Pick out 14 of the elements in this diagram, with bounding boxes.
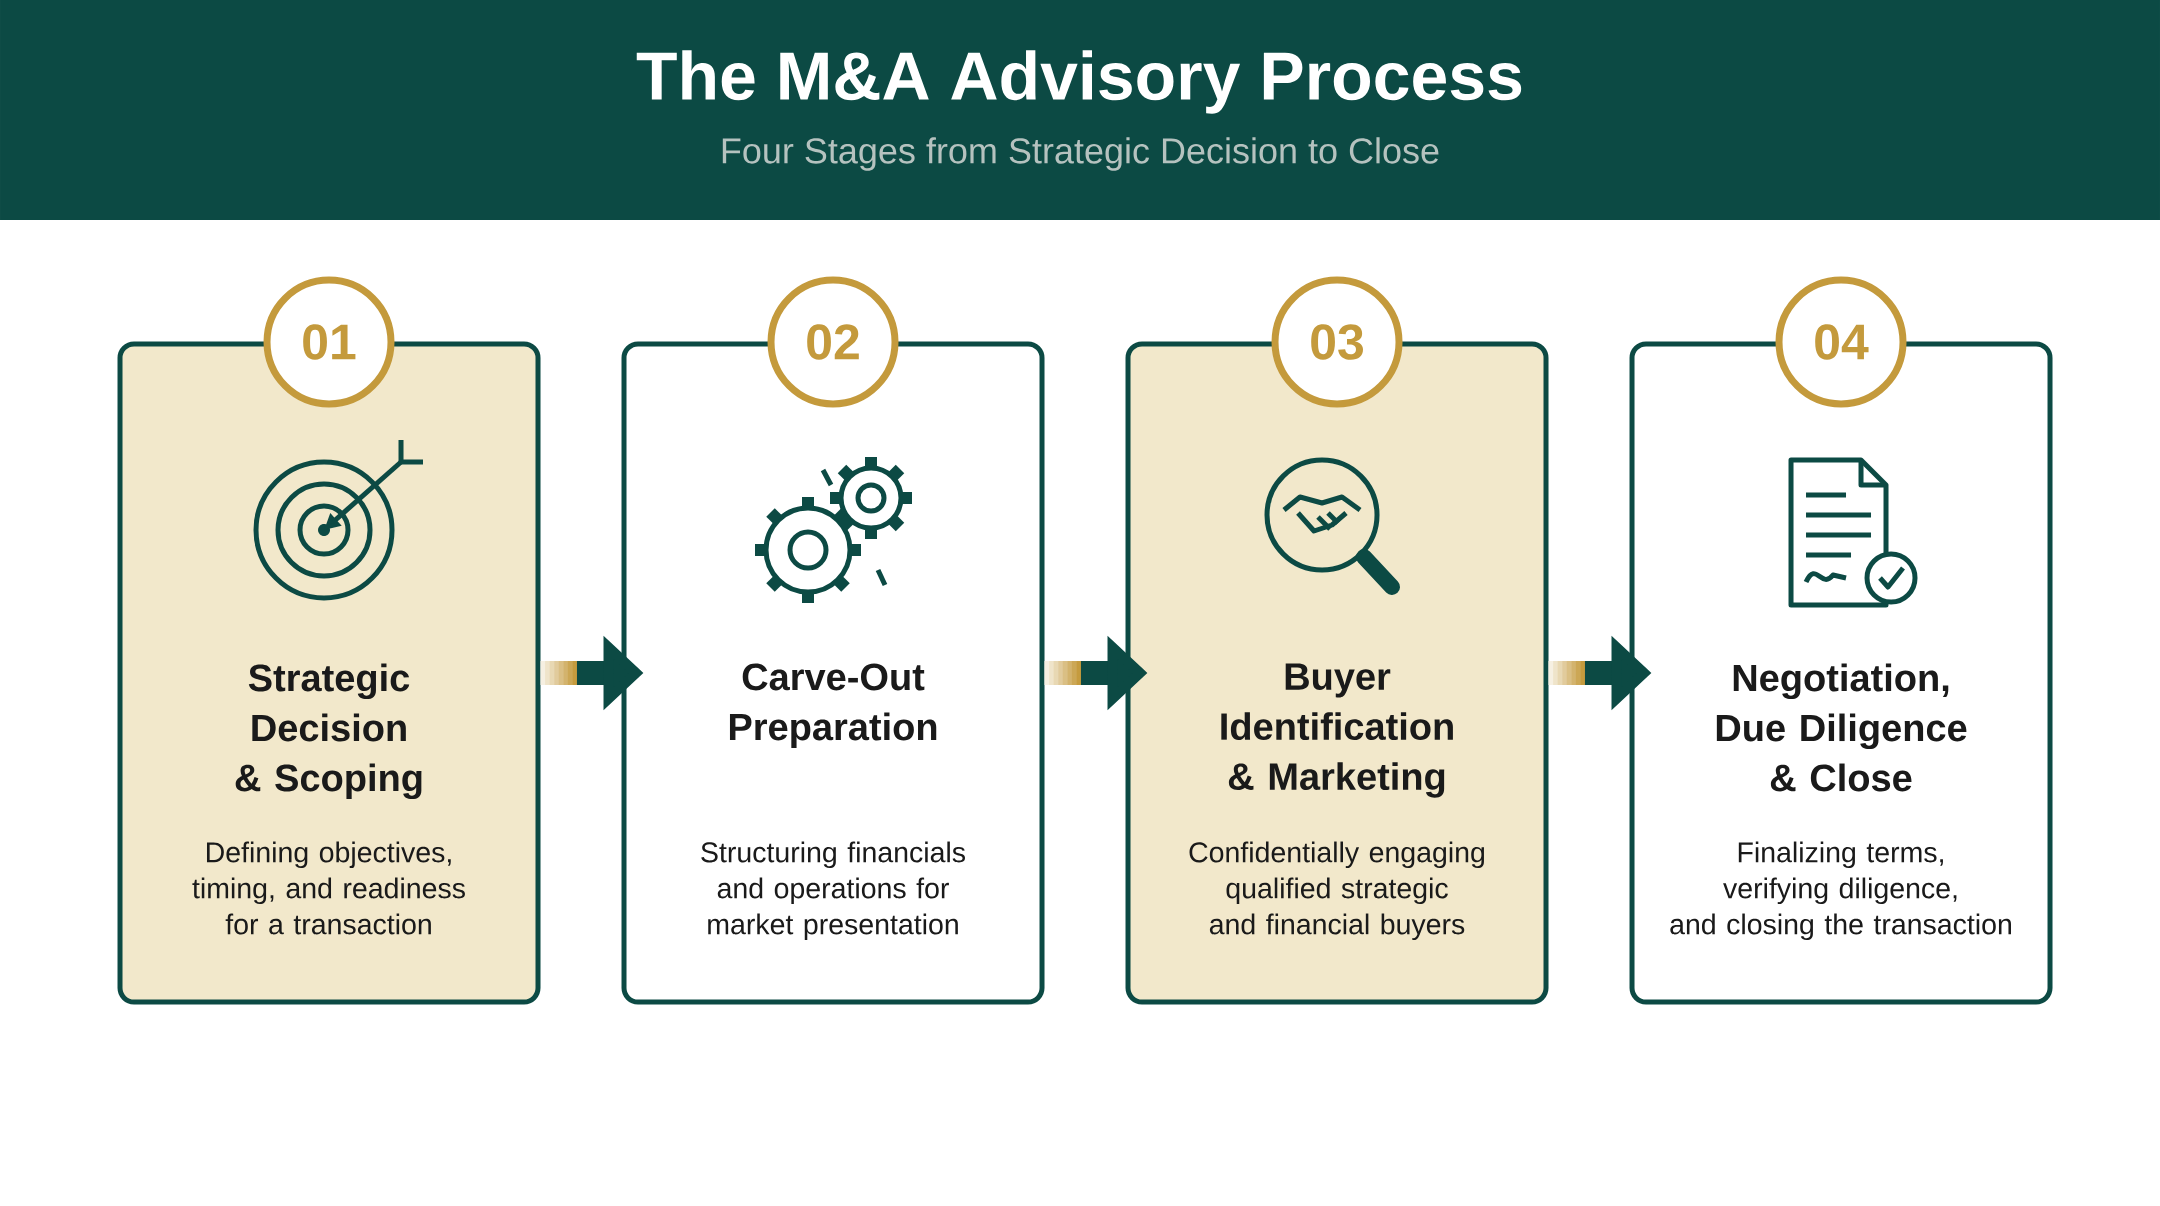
subtitle: Four Stages from Strategic Decision to Close [722,137,1439,171]
stage-description: Defining objectives, timing, and readiness for a transaction [192,841,465,935]
number-badge: 01 [263,276,395,408]
stage-heading: Negotiation, Due Diligence & Close [1716,663,1967,792]
number-badge: 03 [1271,276,1403,408]
stage-description: Confidentially engaging qualified strategic and financial buyers [1189,841,1485,941]
number-badge: 04 [1775,276,1907,408]
title: The M&A Advisory Process [636,50,1522,114]
stage-heading: Carve-Out Preparation [729,663,937,748]
stage-heading: Buyer Identification & Marketing [1221,663,1453,798]
stage-description: Finalizing terms, verifying diligence, and closing the transaction [1670,841,2011,941]
stage-description: Structuring financials and operations for market presentation [701,841,965,941]
number-badge: 02 [767,276,899,408]
stage-heading: Strategic Decision & Scoping [235,663,422,800]
